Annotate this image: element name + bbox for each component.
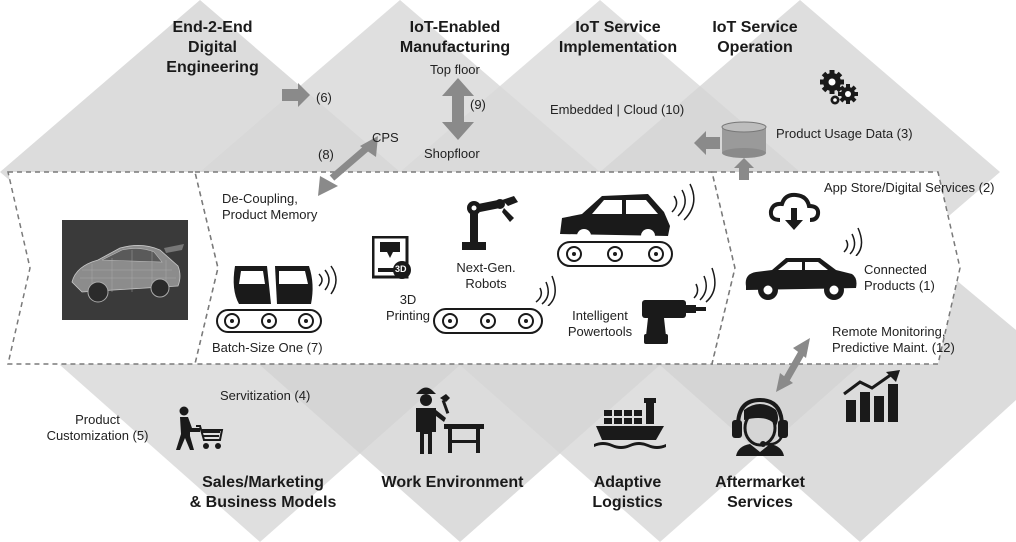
3d-printer-icon: 3D (371, 235, 414, 280)
arrow-8-diagonal (318, 136, 378, 196)
label-batch-size-one: Batch-Size One (7) (212, 340, 323, 355)
label-line: Robots (465, 276, 507, 291)
label-line: Product (75, 412, 120, 427)
label-line: Customization (5) (46, 428, 149, 443)
conveyor-belt-icon (433, 308, 543, 334)
heading-line: Digital (188, 39, 237, 56)
heading-line: Aftermarket (715, 474, 805, 491)
heading-line: Implementation (558, 39, 678, 56)
heading-work-environment: Work Environment (370, 473, 535, 493)
heading-e2e-engineering: End-2-End Digital Engineering (150, 18, 275, 78)
label-product-usage-data: Product Usage Data (3) (776, 126, 913, 141)
heading-line: Services (727, 494, 793, 511)
shopping-cart-person-icon (176, 406, 224, 450)
label-6: (6) (316, 90, 332, 105)
label-line: Powertools (567, 324, 633, 339)
label-top-floor: Top floor (430, 62, 480, 77)
label-line: Remote Monitoring, (832, 324, 946, 339)
label-line: Printing (385, 308, 431, 323)
heading-line: Adaptive (593, 474, 662, 491)
cargo-ship-icon (594, 398, 666, 449)
heading-line: Operation (717, 39, 793, 56)
3d-badge: 3D (395, 264, 407, 274)
label-8: (8) (318, 147, 334, 162)
label-3d-printing: 3D Printing (383, 292, 433, 324)
car-model-render (62, 220, 188, 320)
label-line: Connected (864, 262, 927, 277)
label-cps: CPS (372, 130, 399, 145)
connected-car-icon (745, 258, 857, 300)
label-line: Product Memory (222, 207, 318, 222)
heading-iot-operation: IoT Service Operation (700, 18, 810, 58)
label-line: Intelligent (572, 308, 628, 323)
arrow-12-diagonal (776, 338, 810, 392)
arrow-up-db (734, 158, 754, 180)
database-icon (721, 121, 767, 158)
label-line: Products (1) (864, 278, 935, 293)
label-servitization: Servitization (4) (220, 388, 311, 403)
heading-line: Engineering (166, 59, 259, 76)
label-app-store: App Store/Digital Services (2) (824, 180, 995, 195)
label-powertools: Intelligent Powertools (560, 308, 640, 340)
heading-line: Manufacturing (399, 39, 511, 56)
label-connected-products: Connected Products (1) (864, 262, 935, 294)
car-body-conveyor-icon (557, 183, 695, 267)
wireless-signal-icon (535, 275, 556, 306)
heading-line: IoT Service (712, 19, 798, 36)
heading-line: Logistics (592, 494, 663, 511)
heading-adaptive-logistics: Adaptive Logistics (580, 473, 675, 513)
label-product-customization: Product Customization (5) (40, 412, 155, 444)
worker-icon (416, 387, 484, 454)
label-embedded-cloud: Embedded | Cloud (10) (550, 102, 685, 117)
car-doors-conveyor-icon (216, 265, 337, 333)
heading-line: & Business Models (189, 494, 337, 511)
arrow-9-vertical (442, 78, 474, 140)
label-line: 3D (399, 292, 417, 307)
wireless-signal-icon (843, 227, 863, 256)
arrow-product-usage (694, 131, 720, 155)
heading-sales-marketing: Sales/Marketing & Business Models (178, 473, 348, 513)
power-drill-icon (642, 267, 716, 344)
gears-icon (820, 70, 858, 105)
heading-line: Sales/Marketing (202, 474, 324, 491)
heading-iot-manufacturing: IoT-Enabled Manufacturing (390, 18, 520, 58)
label-line: De-Coupling, (222, 191, 298, 206)
heading-line: End-2-End (172, 19, 253, 36)
label-decoupling: De-Coupling, Product Memory (222, 191, 317, 223)
growth-chart-icon (843, 370, 900, 422)
label-9: (9) (470, 97, 486, 112)
label-robots: Next-Gen. Robots (446, 260, 526, 292)
cloud-download-icon (768, 192, 821, 230)
label-remote-monitoring: Remote Monitoring, Predictive Maint. (12… (832, 324, 955, 356)
heading-line: IoT Service (575, 19, 661, 36)
heading-line: Work Environment (381, 474, 524, 491)
label-shopfloor: Shopfloor (424, 146, 480, 161)
heading-line: IoT-Enabled (409, 19, 501, 36)
arrow-6 (282, 83, 310, 107)
label-line: Next-Gen. (456, 260, 516, 275)
heading-aftermarket-services: Aftermarket Services (705, 473, 815, 513)
heading-iot-implementation: IoT Service Implementation (548, 18, 688, 58)
label-line: Predictive Maint. (12) (832, 340, 955, 355)
customer-support-headset-icon (732, 397, 788, 456)
robot-arm-icon (462, 196, 518, 250)
